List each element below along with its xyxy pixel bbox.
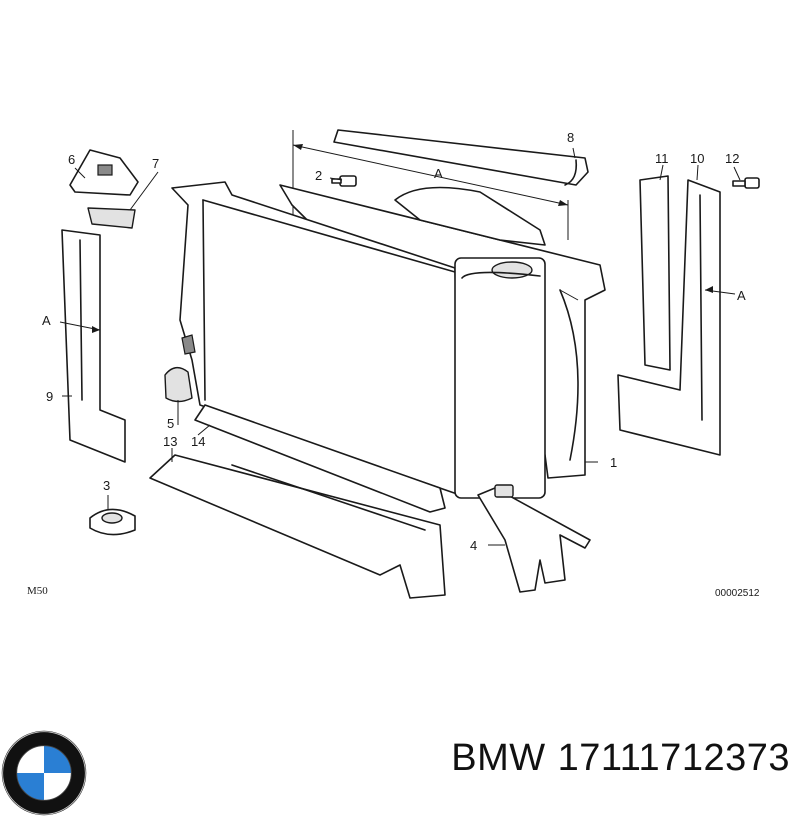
model-label: M50	[27, 585, 48, 597]
callout-5: 5	[167, 416, 174, 431]
part-11-side-panel-right-inner	[639, 175, 671, 371]
part-4-support-bracket	[477, 484, 591, 593]
parts-diagram: 1 2 3 4 5 6 7 8 9 10 11 12 13 14 A A A M…	[27, 129, 760, 599]
callout-11: 11	[655, 151, 669, 166]
part-8-seal-strip	[333, 129, 589, 186]
part-number: 17111712373	[557, 737, 790, 779]
product-caption: BMW 17111712373	[439, 737, 790, 780]
part-2-screw	[331, 175, 357, 187]
callout-13: 13	[163, 434, 177, 449]
bmw-logo-icon	[1, 730, 87, 816]
section-marker-a-left: A	[42, 313, 51, 328]
part-14-lower-seal	[194, 404, 446, 513]
part-9-side-panel-left	[61, 229, 126, 463]
callout-14: 14	[191, 434, 205, 449]
callout-1: 1	[610, 455, 617, 470]
footer: BMW 17111712373	[0, 705, 800, 816]
part-6-clip	[69, 149, 139, 196]
part-7-clip-insert	[87, 207, 136, 229]
part-5-rubber-mount	[164, 334, 196, 403]
callout-10: 10	[690, 151, 704, 166]
brand-name: BMW	[451, 737, 546, 779]
callout-3: 3	[103, 478, 110, 493]
section-marker-a-right: A	[737, 288, 746, 303]
part-12-bolt	[732, 177, 760, 189]
section-marker-a-top: A	[434, 166, 443, 181]
callout-12: 12	[725, 151, 739, 166]
part-3-clamp	[89, 508, 136, 536]
drawing-code: 00002512	[715, 588, 760, 599]
callout-6: 6	[68, 152, 75, 167]
part-13-air-deflector	[149, 454, 446, 599]
callout-8: 8	[567, 130, 574, 145]
radiator-core	[171, 181, 546, 499]
callout-9: 9	[46, 389, 53, 404]
leader-lines	[59, 147, 741, 546]
callout-2: 2	[315, 168, 322, 183]
callout-4: 4	[470, 538, 477, 553]
part-10-side-panel-right	[617, 179, 721, 456]
callout-7: 7	[152, 156, 159, 171]
